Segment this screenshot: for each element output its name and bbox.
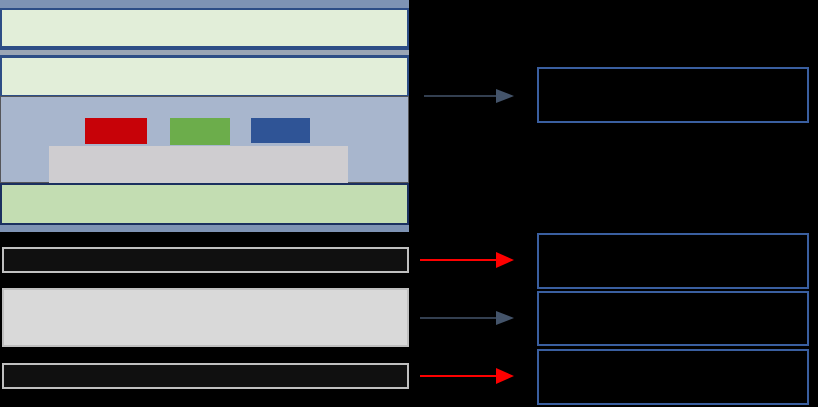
arrow-4-red	[420, 368, 514, 384]
arrow-1-steel	[424, 88, 514, 104]
stack-layer-bottom-steel-strip	[0, 225, 409, 232]
stack-chip-gray-substrate	[49, 146, 348, 183]
callout-box-4[interactable]	[537, 349, 809, 405]
callout-box-2[interactable]	[537, 233, 809, 289]
stack-layer-upper-pale-band	[0, 8, 409, 48]
bar-dark-bottom	[2, 363, 409, 389]
stack-layer-blue-gray-body	[0, 96, 409, 183]
stack-layer-top-steel-strip	[0, 0, 409, 8]
callout-box-3[interactable]	[537, 291, 809, 346]
stack-chip-red	[85, 118, 147, 144]
stack-layer-light-green-base	[0, 183, 409, 225]
stack-layer-lower-pale-band	[0, 56, 409, 97]
stack-chip-green	[170, 118, 230, 145]
bar-dark-top	[2, 247, 409, 273]
arrow-3-steel	[420, 310, 514, 326]
arrow-2-red	[420, 252, 514, 268]
stack-chip-blue	[251, 118, 310, 143]
bar-light-mid	[2, 288, 409, 347]
layer-stack	[0, 0, 409, 232]
callout-box-1[interactable]	[537, 67, 809, 123]
